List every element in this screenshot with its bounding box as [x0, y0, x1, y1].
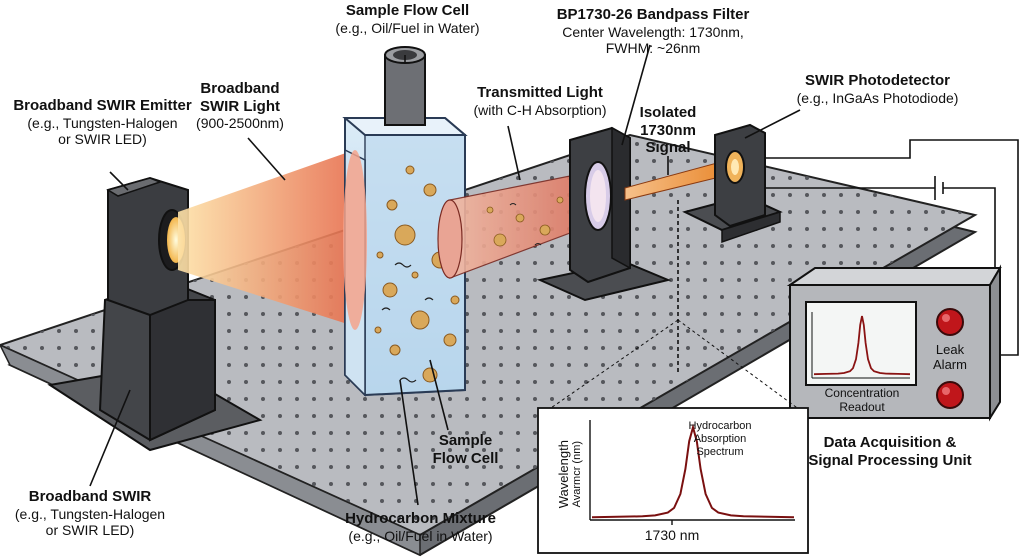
flow-cell-bottom-line2: Flow Cell: [418, 450, 513, 468]
daq-line2: Signal Processing Unit: [780, 452, 1000, 470]
filter-line2: FWHM: ~26nm: [528, 40, 778, 57]
hydrocarbon-mixture-label: Hydrocarbon Mixture (e.g., Oil/Fuel in W…: [318, 510, 523, 544]
emitter-bottom-label: Broadband SWIR (e.g., Tungsten-Halogen o…: [0, 488, 180, 539]
spectrum-y-label: Wavelength Avarmcr (nm): [556, 424, 584, 524]
broadband-light-label: Broadband SWIR Light (900-2500nm): [175, 80, 305, 132]
screen-caption: Concentration Readout: [806, 386, 918, 414]
isolated-line1: Isolated: [632, 104, 704, 122]
mixture-line1: (e.g., Oil/Fuel in Water): [318, 528, 523, 545]
mixture-title: Hydrocarbon Mixture: [318, 510, 523, 528]
emitter-bottom-line2: or SWIR LED): [0, 522, 180, 539]
flow-cell-bottom-line1: Sample: [418, 432, 513, 450]
bandpass-filter-label: BP1730-26 Bandpass Filter Center Wavelen…: [528, 6, 778, 57]
isolated-line3: Signal: [632, 139, 704, 157]
leak-alarm-line1: Leak: [925, 342, 975, 357]
leak-alarm-line2: Alarm: [925, 357, 975, 372]
emitter-top-line2: or SWIR LED): [0, 131, 205, 148]
flow-cell-top-title: Sample Flow Cell: [305, 2, 510, 20]
spectrum-y-label-line2: Avarmcr (nm): [571, 424, 584, 524]
spectrum-x-label: 1730 nm: [640, 527, 704, 544]
broadband-light-line1: Broadband: [175, 80, 305, 98]
emitter-bottom-title: Broadband SWIR: [0, 488, 180, 506]
daq-label: Data Acquisition & Signal Processing Uni…: [780, 434, 1000, 469]
transmitted-line1: (with C-H Absorption): [445, 102, 635, 119]
emitter-bottom-line1: (e.g., Tungsten-Halogen: [0, 506, 180, 523]
transmitted-title: Transmitted Light: [445, 84, 635, 102]
isolated-signal-label: Isolated 1730nm Signal: [632, 104, 704, 157]
flow-cell-top-label: Sample Flow Cell (e.g., Oil/Fuel in Wate…: [305, 2, 510, 36]
broadband-light-line2: SWIR Light: [175, 98, 305, 116]
screen-caption-line2: Readout: [806, 400, 918, 414]
alarm-button-bottom: [937, 382, 963, 408]
leak-alarm-label: Leak Alarm: [925, 342, 975, 373]
alarm-button-top: [937, 309, 963, 335]
filter-line1: Center Wavelength: 1730nm,: [528, 24, 778, 41]
daq-line1: Data Acquisition &: [780, 434, 1000, 452]
spectrum-y-label-line1: Wavelength: [556, 424, 571, 524]
flow-cell-bottom-label: Sample Flow Cell: [418, 432, 513, 467]
screen-caption-line1: Concentration: [806, 386, 918, 400]
readout-screen: [806, 302, 916, 385]
photodetector-label: SWIR Photodetector (e.g., InGaAs Photodi…: [770, 72, 985, 106]
transmitted-light-label: Transmitted Light (with C-H Absorption): [445, 84, 635, 118]
spectrum-annotation-line2: Absorption: [680, 433, 760, 446]
filter-title: BP1730-26 Bandpass Filter: [528, 6, 778, 24]
broadband-light-line3: (900-2500nm): [175, 115, 305, 132]
detector-title: SWIR Photodetector: [770, 72, 985, 90]
spectrum-annotation: Hydrocarbon Absorption Spectrum: [680, 420, 760, 459]
detector-line1: (e.g., InGaAs Photodiode): [770, 90, 985, 107]
spectrum-annotation-line1: Hydrocarbon: [680, 420, 760, 433]
isolated-line2: 1730nm: [632, 122, 704, 140]
spectrum-annotation-line3: Spectrum: [680, 446, 760, 459]
flow-cell-top-line1: (e.g., Oil/Fuel in Water): [305, 20, 510, 37]
